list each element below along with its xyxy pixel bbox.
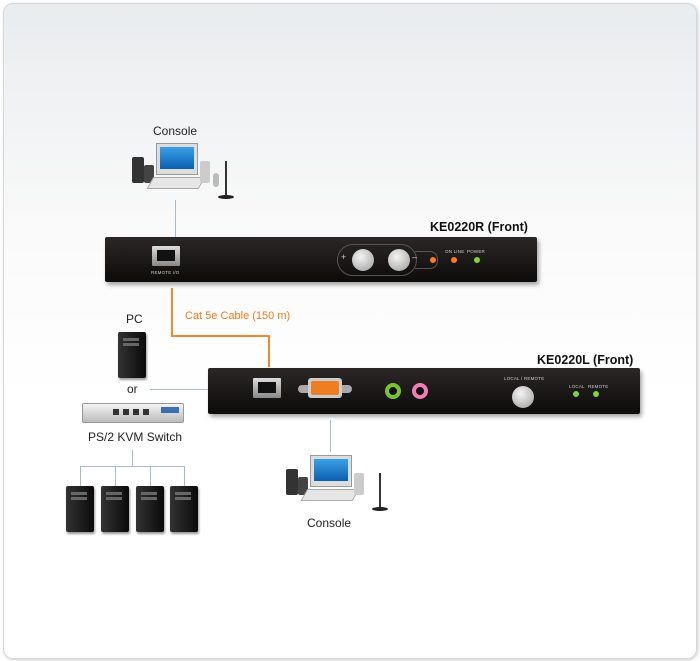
or-label: or — [127, 382, 138, 396]
ke0220r-device: REMOTE I/O + – ON LINE POWER — [105, 237, 537, 282]
remote-led-icon — [593, 391, 599, 397]
online-label: ON LINE — [445, 249, 465, 254]
local-remote-label: LOCAL / REMOTE — [504, 376, 545, 381]
vga-port[interactable] — [298, 377, 353, 401]
computer-tower-icon — [66, 486, 94, 532]
pc-label: PC — [126, 312, 143, 326]
plus-button[interactable] — [352, 249, 374, 271]
led-orange-icon — [430, 257, 436, 263]
remote-io-label: REMOTE I/O — [151, 270, 180, 275]
cat5e-cable-segment — [171, 335, 269, 337]
computer-tower-icon — [170, 486, 198, 532]
computer-tower-icon — [136, 486, 164, 532]
remote-led-label: REMOTE — [588, 384, 609, 389]
console-top-icon — [130, 143, 240, 203]
computer-tower-icon — [101, 486, 129, 532]
cat5e-cable — [171, 288, 173, 336]
speaker-jack[interactable] — [412, 383, 428, 399]
local-led-label: LOCAL — [569, 384, 585, 389]
connector-line — [184, 466, 185, 486]
microphone-jack[interactable] — [385, 383, 401, 399]
console-bottom-icon — [284, 455, 394, 515]
kvm-switch-icon — [82, 403, 184, 423]
minus-label: – — [412, 252, 418, 262]
kvm-label: PS/2 KVM Switch — [88, 430, 183, 444]
console-bottom-label: Console — [307, 516, 352, 530]
connector-line — [150, 466, 151, 486]
cable-label: Cat 5e Cable (150 m) — [185, 310, 291, 322]
power-label: POWER — [467, 249, 486, 254]
rj45-port[interactable] — [253, 378, 281, 398]
minus-button[interactable] — [388, 249, 410, 271]
connector-line — [175, 200, 176, 237]
remote-unit-title: KE0220R (Front) — [430, 220, 528, 234]
connector-line — [80, 466, 184, 467]
pc-tower-icon — [118, 332, 146, 378]
connector-line — [330, 420, 331, 452]
remote-io-port[interactable] — [152, 246, 180, 266]
console-top-label: Console — [153, 124, 198, 138]
local-led-icon — [573, 391, 579, 397]
local-unit-title: KE0220L (Front) — [537, 353, 634, 367]
diagram-panel — [3, 3, 697, 659]
ke0220l-device: LOCAL / REMOTE LOCAL REMOTE — [208, 368, 640, 414]
connector-line — [80, 466, 81, 486]
connector-line — [115, 466, 116, 486]
online-led-icon — [451, 257, 457, 263]
connector-line — [132, 450, 133, 466]
local-remote-button[interactable] — [512, 386, 534, 408]
connector-line — [150, 389, 208, 390]
power-led-icon — [474, 257, 480, 263]
plus-label: + — [341, 252, 347, 262]
cat5e-cable-segment — [268, 335, 270, 367]
